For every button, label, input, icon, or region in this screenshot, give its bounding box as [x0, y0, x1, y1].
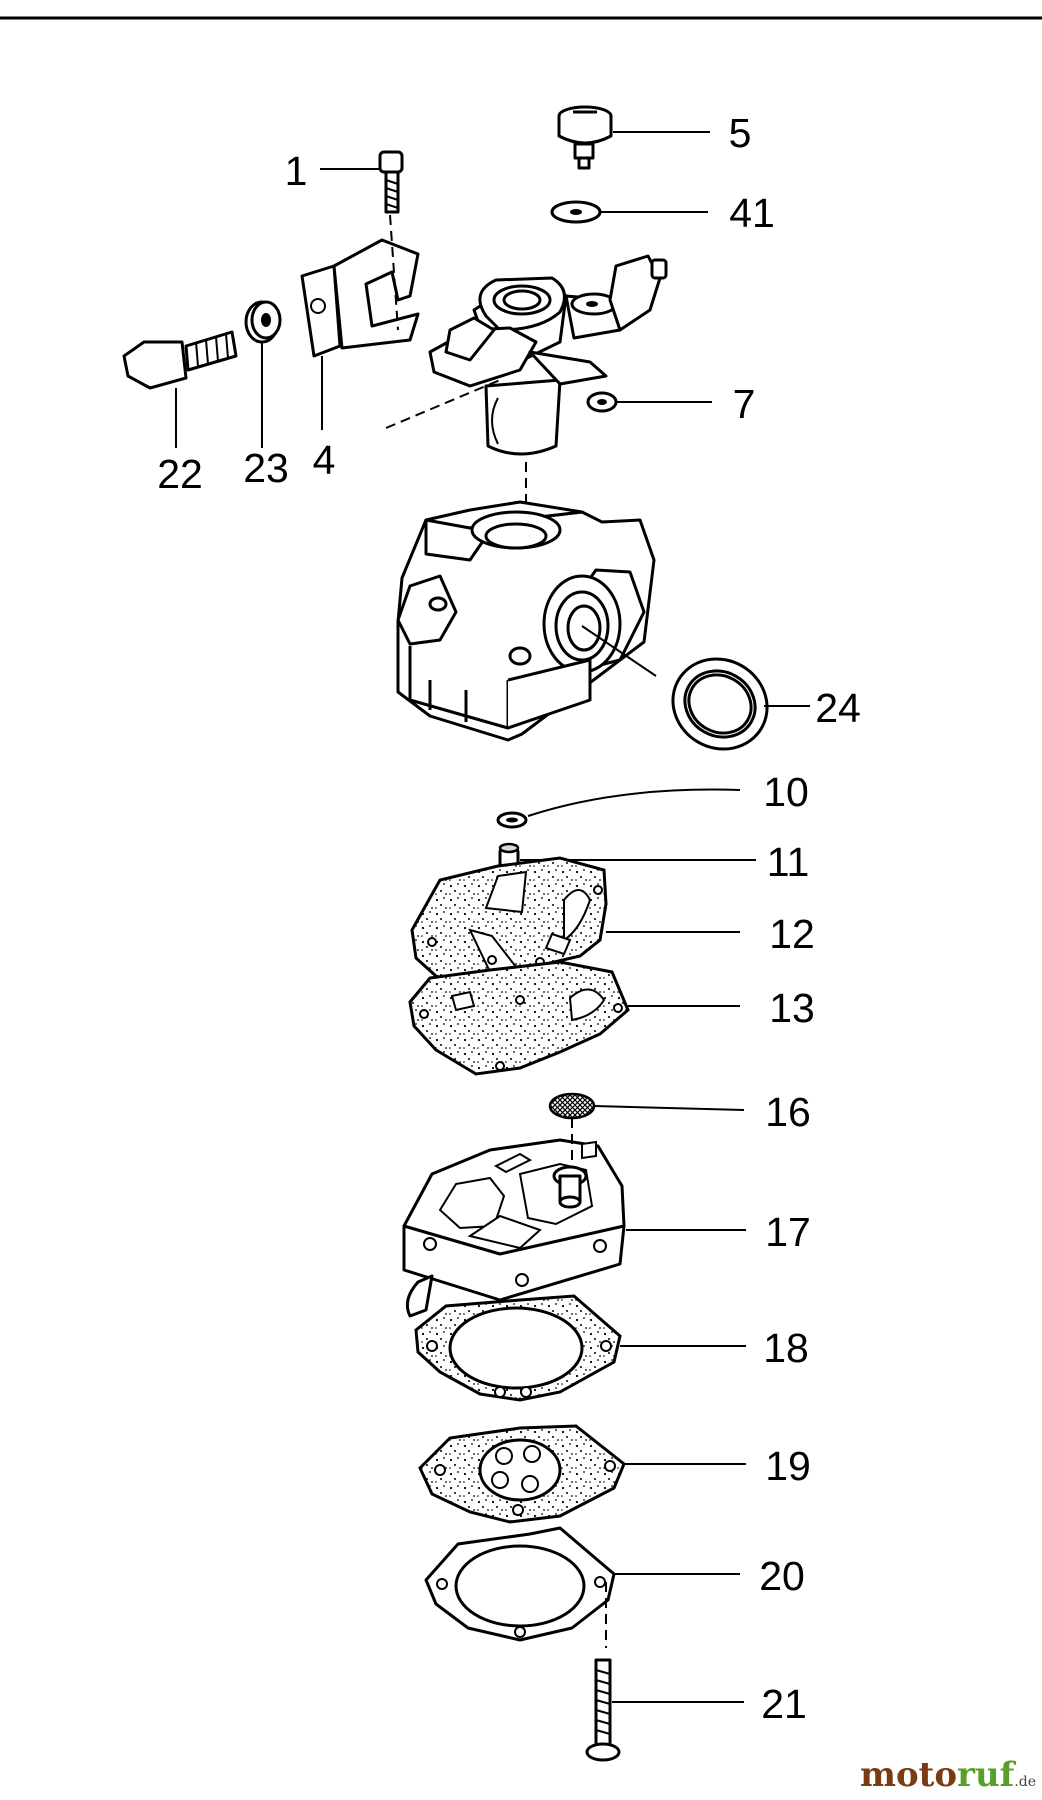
part-23-nut — [244, 300, 282, 344]
part-5-adjust-screw — [557, 105, 613, 170]
part-20-cover-plate — [424, 1526, 616, 1642]
callout-5: 5 — [729, 110, 752, 156]
part-7-clip — [586, 391, 618, 413]
callout-12: 12 — [769, 911, 815, 957]
watermark-part-ruf: ruf — [957, 1755, 1017, 1795]
callout-17: 17 — [765, 1209, 811, 1255]
watermark-part-de: .de — [1014, 1774, 1036, 1790]
part-4-bracket — [300, 214, 420, 358]
part-22-adjuster — [122, 330, 238, 390]
callout-7: 7 — [733, 381, 756, 427]
part-10-o-ring — [496, 811, 528, 829]
callout-22: 22 — [157, 451, 203, 497]
carburetor-body — [396, 500, 657, 742]
callout-10: 10 — [763, 769, 809, 815]
callout-20: 20 — [759, 1553, 805, 1599]
leader-16 — [593, 1105, 745, 1111]
part-24-seal-ring — [671, 657, 769, 751]
watermark-part-moto: moto — [860, 1755, 957, 1795]
callout-16: 16 — [765, 1089, 811, 1135]
callout-24: 24 — [815, 685, 861, 731]
part-16-filter-screen — [548, 1092, 596, 1120]
callout-19: 19 — [765, 1443, 811, 1489]
part-13-diaphragm — [408, 960, 630, 1076]
part-41-washer — [550, 200, 602, 224]
part-21-screw — [585, 1658, 621, 1762]
motoruf-watermark: motoruf.de — [860, 1755, 1036, 1795]
callout-13: 13 — [769, 985, 815, 1031]
part-17-pump-body — [402, 1118, 626, 1318]
callout-41: 41 — [729, 190, 775, 236]
watermark-logo-text: motoruf.de — [860, 1755, 1036, 1795]
callout-1: 1 — [285, 148, 308, 194]
callout-4: 4 — [313, 437, 336, 483]
part-19-diaphragm — [418, 1424, 626, 1524]
leader-10 — [527, 788, 741, 817]
callout-18: 18 — [763, 1325, 809, 1371]
part-18-gasket — [414, 1294, 622, 1402]
callout-21: 21 — [761, 1681, 807, 1727]
throttle-assembly — [385, 254, 668, 580]
callout-11: 11 — [767, 839, 810, 885]
part-1-screw — [378, 150, 404, 214]
callout-23: 23 — [243, 445, 289, 491]
